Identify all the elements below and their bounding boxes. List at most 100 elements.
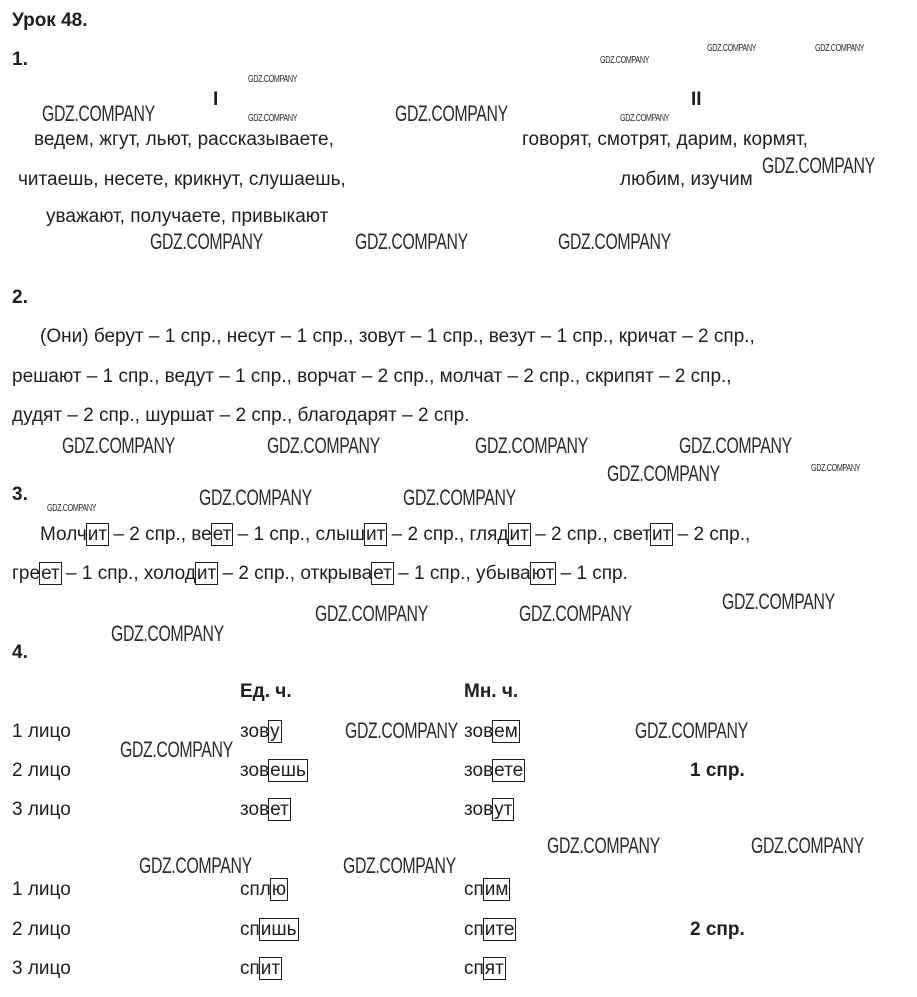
watermark: GDZ.COMPANY bbox=[62, 433, 175, 458]
verb-conjugation: – 2 спр., bbox=[217, 563, 301, 584]
verb-stem: холод bbox=[143, 563, 196, 584]
exercise-2-line: решают – 1 спр., ведут – 1 спр., ворчат … bbox=[12, 366, 732, 387]
watermark: GDZ.COMPANY bbox=[403, 485, 516, 510]
singular-form: зовешь bbox=[240, 759, 308, 783]
word-ending-box: им bbox=[482, 878, 511, 901]
exercise-2-number: 2. bbox=[12, 287, 28, 308]
watermark: GDZ.COMPANY bbox=[315, 601, 428, 626]
verb-conjugation: – 1 спр. bbox=[555, 563, 628, 584]
watermark: GDZ.COMPANY bbox=[47, 503, 97, 514]
plural-form: спите bbox=[464, 918, 517, 942]
word-stem: сп bbox=[464, 879, 484, 900]
person-label: 2 лицо bbox=[12, 760, 71, 781]
watermark: GDZ.COMPANY bbox=[722, 589, 835, 614]
plural-form: спят bbox=[464, 957, 506, 981]
watermark: GDZ.COMPANY bbox=[635, 718, 748, 743]
verb-stem: Молч bbox=[40, 524, 87, 545]
word-stem: зов bbox=[240, 760, 270, 781]
exercise-3-number: 3. bbox=[12, 484, 28, 505]
word-stem: спл bbox=[240, 879, 271, 900]
word-ending-box: у bbox=[268, 720, 282, 743]
word-ending-box: ешь bbox=[268, 759, 308, 782]
watermark: GDZ.COMPANY bbox=[199, 485, 312, 510]
verb-conjugation: – 2 спр., bbox=[108, 524, 192, 545]
singular-form: сплю bbox=[240, 878, 289, 902]
singular-form: зовет bbox=[240, 798, 291, 822]
watermark: GDZ.COMPANY bbox=[395, 101, 508, 126]
verb-ending-box: ит bbox=[650, 523, 674, 546]
watermark: GDZ.COMPANY bbox=[558, 229, 671, 254]
verb-ending-box: ет bbox=[371, 562, 394, 585]
watermark: GDZ.COMPANY bbox=[355, 229, 468, 254]
watermark: GDZ.COMPANY bbox=[519, 601, 632, 626]
word-stem: зов bbox=[240, 721, 270, 742]
verb-conjugation: – 1 спр., bbox=[60, 563, 144, 584]
verb-ending-box: ют bbox=[529, 562, 557, 585]
singular-form: спит bbox=[240, 957, 283, 981]
word-ending-box: ите bbox=[482, 918, 517, 941]
lesson-title: Урок 48. bbox=[12, 10, 88, 31]
verb-stem: открыва bbox=[300, 563, 373, 584]
conj-i-line: читаешь, несете, крикнут, слушаешь, bbox=[18, 169, 346, 190]
word-stem: сп bbox=[464, 958, 484, 979]
word-ending-box: ят bbox=[482, 957, 506, 980]
word-stem: сп bbox=[464, 919, 484, 940]
conjugation-ii-heading: II bbox=[691, 89, 702, 110]
plural-form: спим bbox=[464, 878, 511, 902]
word-ending-box: ит bbox=[258, 957, 283, 980]
watermark: GDZ.COMPANY bbox=[139, 853, 252, 878]
singular-form: спишь bbox=[240, 918, 299, 942]
conjugation-label: 2 спр. bbox=[690, 919, 745, 940]
verb-stem: ве bbox=[191, 524, 212, 545]
word-stem: сп bbox=[240, 958, 260, 979]
word-stem: зов bbox=[464, 721, 494, 742]
word-ending-box: ю bbox=[269, 878, 289, 901]
verb-conjugation: – 2 спр., bbox=[386, 524, 470, 545]
conjugation-label: 1 спр. bbox=[690, 760, 745, 781]
watermark: GDZ.COMPANY bbox=[751, 833, 864, 858]
watermark: GDZ.COMPANY bbox=[42, 101, 155, 126]
watermark: GDZ.COMPANY bbox=[600, 55, 650, 66]
word-stem: зов bbox=[464, 799, 494, 820]
word-stem: сп bbox=[240, 919, 260, 940]
plural-heading: Мн. ч. bbox=[464, 681, 519, 702]
watermark: GDZ.COMPANY bbox=[345, 718, 458, 743]
watermark: GDZ.COMPANY bbox=[607, 461, 720, 486]
word-ending-box: ут bbox=[492, 798, 515, 821]
watermark: GDZ.COMPANY bbox=[267, 433, 380, 458]
watermark: GDZ.COMPANY bbox=[679, 433, 792, 458]
exercise-3-line: Молчит – 2 спр., веет – 1 спр., слышит –… bbox=[40, 523, 750, 547]
watermark: GDZ.COMPANY bbox=[111, 621, 224, 646]
word-stem: зов bbox=[464, 760, 494, 781]
verb-stem: убыва bbox=[476, 563, 531, 584]
conjugation-i-heading: I bbox=[213, 89, 219, 110]
watermark: GDZ.COMPANY bbox=[811, 463, 861, 474]
exercise-4-number: 4. bbox=[12, 642, 28, 663]
verb-ending-box: ит bbox=[194, 562, 219, 585]
verb-stem: гляд bbox=[469, 524, 509, 545]
singular-heading: Ед. ч. bbox=[240, 681, 292, 702]
watermark: GDZ.COMPANY bbox=[120, 737, 233, 762]
watermark: GDZ.COMPANY bbox=[762, 153, 875, 178]
verb-stem: свет bbox=[613, 524, 652, 545]
verb-ending-box: ет bbox=[39, 562, 62, 585]
verb-stem: слыш bbox=[315, 524, 366, 545]
plural-form: зовем bbox=[464, 720, 520, 744]
exercise-1-number: 1. bbox=[12, 49, 28, 70]
exercise-2-line: дудят – 2 спр., шуршат – 2 спр., благода… bbox=[12, 405, 470, 426]
verb-ending-box: ет bbox=[210, 523, 234, 546]
person-label: 3 лицо bbox=[12, 799, 71, 820]
person-label: 2 лицо bbox=[12, 919, 71, 940]
watermark: GDZ.COMPANY bbox=[248, 74, 298, 85]
conj-ii-line: любим, изучим bbox=[620, 169, 753, 190]
plural-form: зовут bbox=[464, 798, 515, 822]
verb-conjugation: – 1 спр., bbox=[392, 563, 477, 584]
word-ending-box: ем bbox=[492, 720, 520, 743]
word-ending-box: ет bbox=[268, 798, 291, 821]
plural-form: зовете bbox=[464, 759, 526, 783]
watermark: GDZ.COMPANY bbox=[707, 43, 757, 54]
singular-form: зову bbox=[240, 720, 282, 744]
verb-ending-box: ит bbox=[364, 523, 388, 546]
watermark: GDZ.COMPANY bbox=[248, 113, 298, 124]
conj-ii-line: говорят, смотрят, дарим, кормят, bbox=[522, 129, 808, 150]
